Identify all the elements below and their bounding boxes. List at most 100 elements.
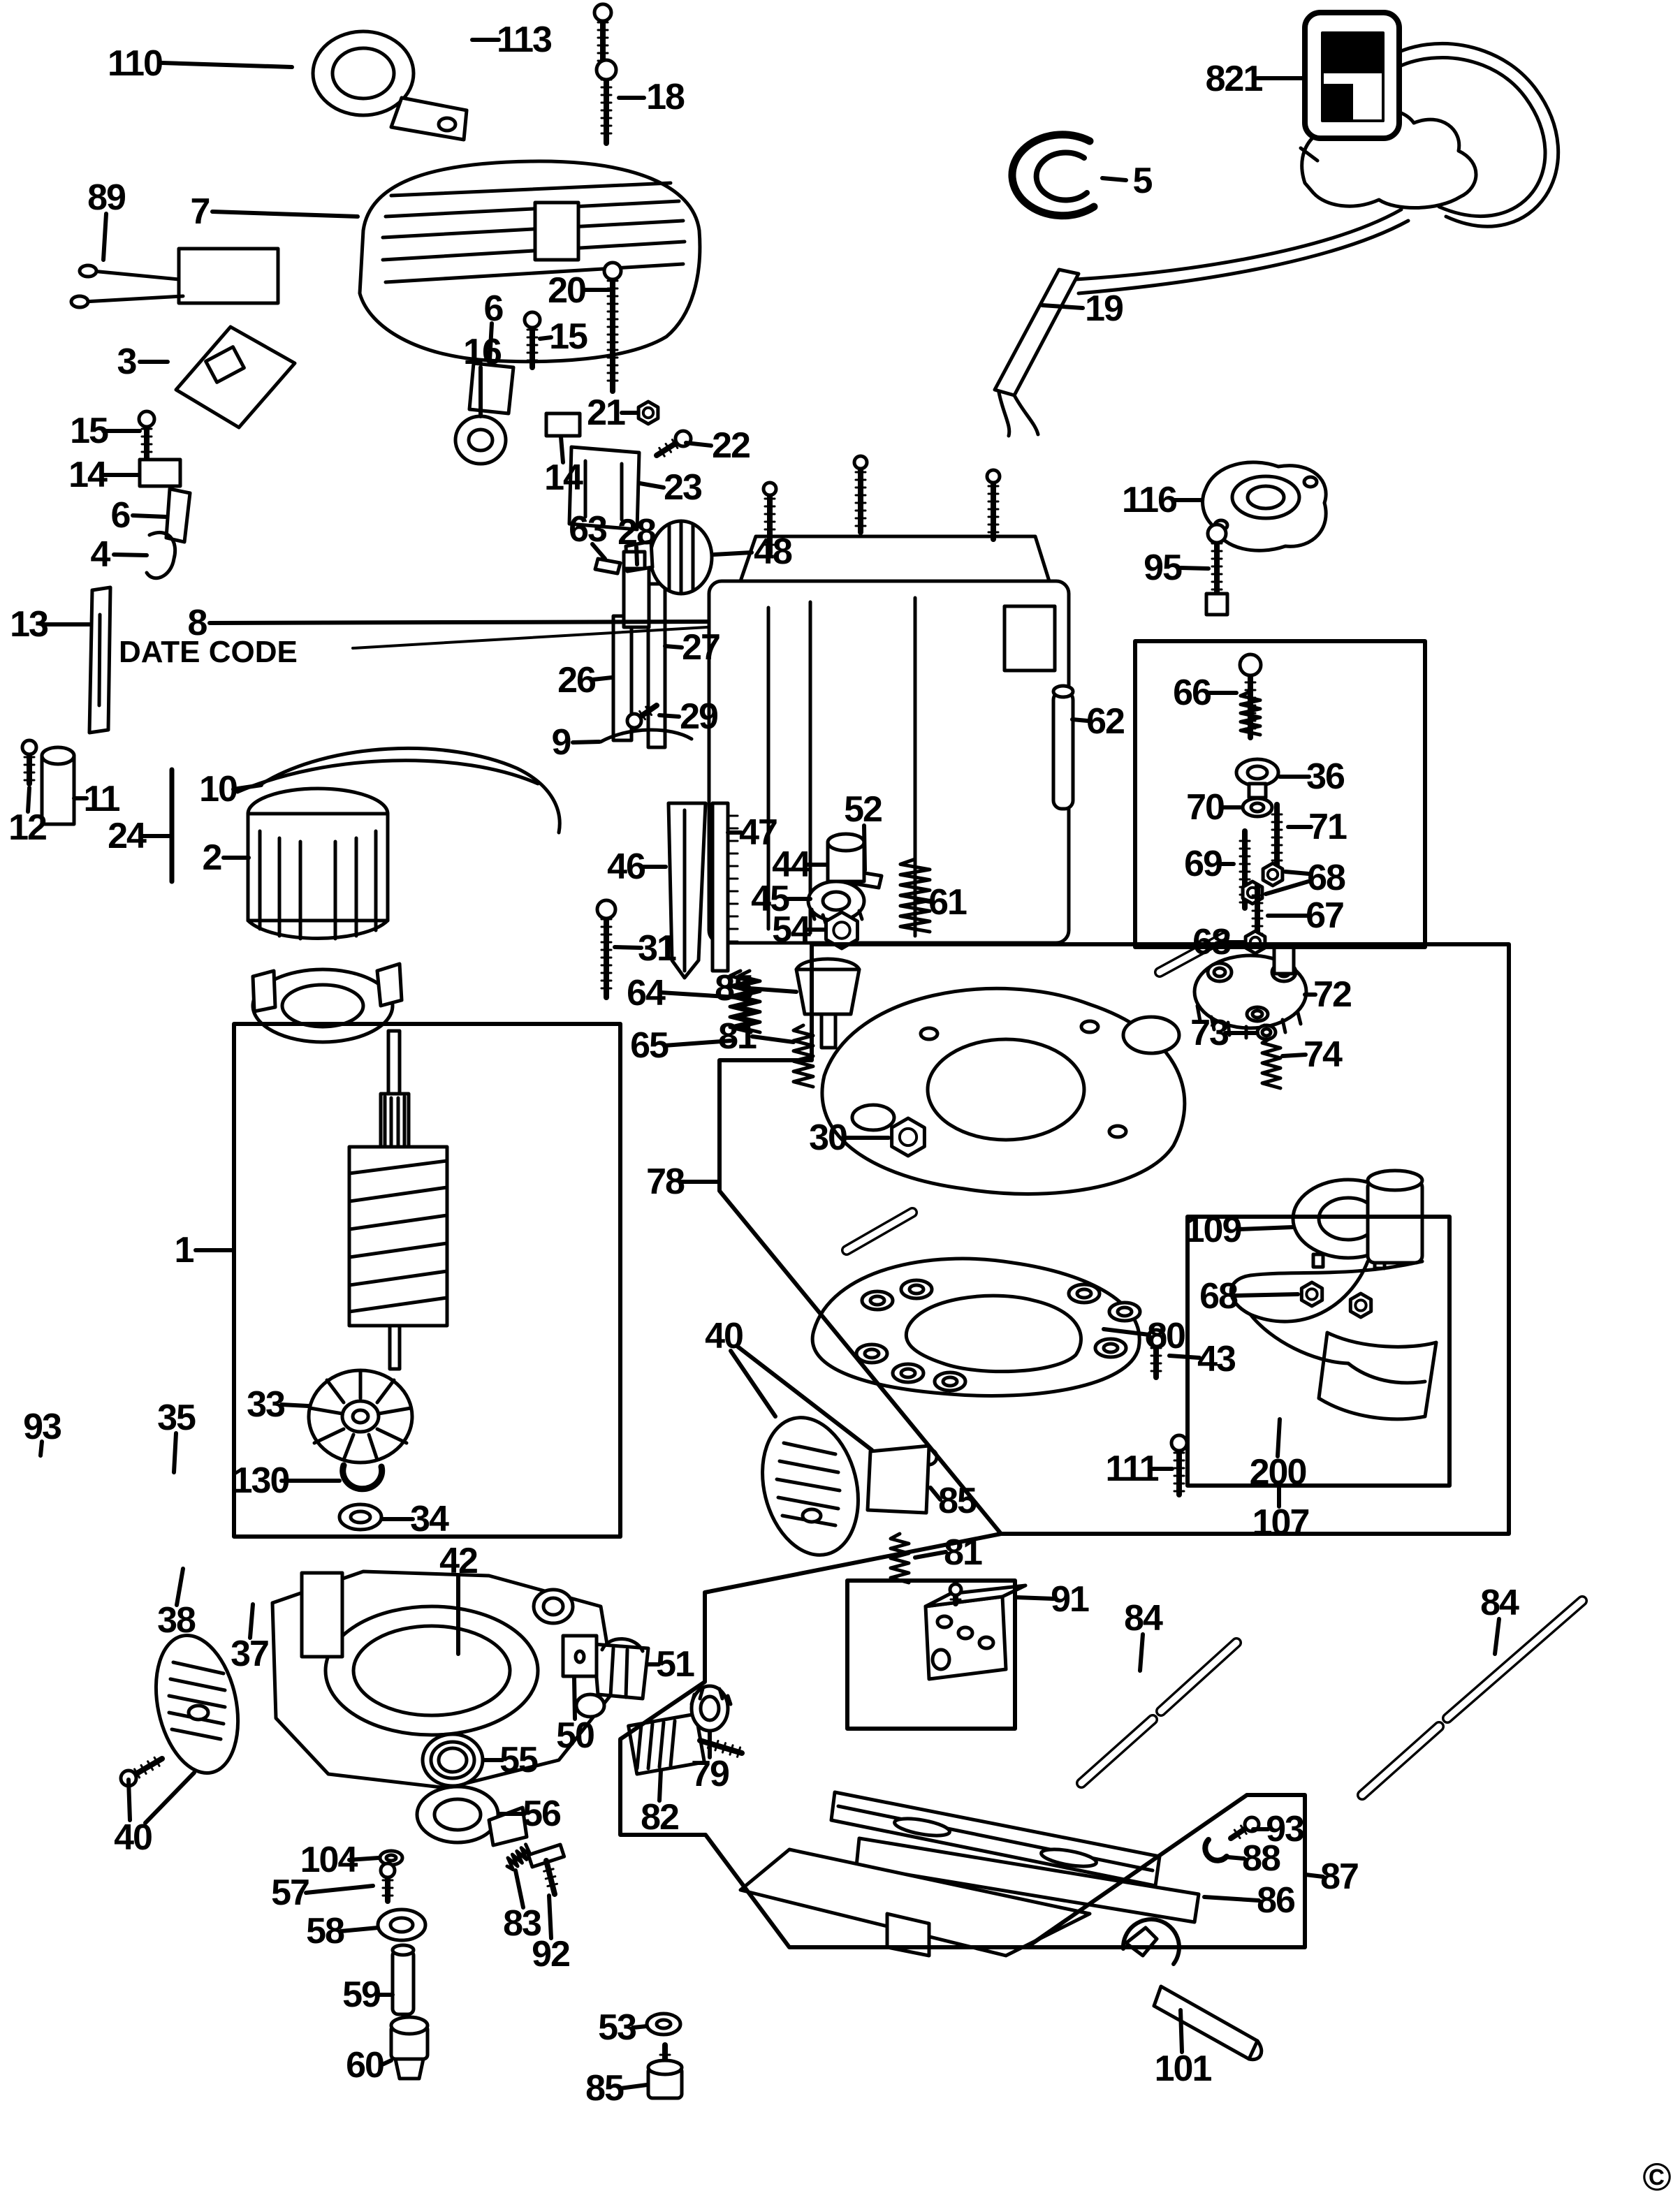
part-path xyxy=(794,957,861,972)
part-path xyxy=(1229,1259,1424,1324)
part-outline xyxy=(593,557,622,576)
part-rect xyxy=(544,411,582,438)
part-label-19: 19 xyxy=(1085,288,1123,329)
part-rect xyxy=(300,1571,344,1659)
part-rect xyxy=(388,1324,402,1371)
part-label-52: 52 xyxy=(844,789,882,830)
leader-line xyxy=(638,481,666,490)
part-label-10: 10 xyxy=(199,769,237,809)
part-ellipse xyxy=(574,1649,586,1664)
rod-body xyxy=(1078,1716,1156,1787)
part-ring-bore xyxy=(941,1375,959,1388)
part-outline xyxy=(174,325,297,430)
part-line xyxy=(377,1406,413,1416)
leader-line xyxy=(591,675,614,682)
screw-thread xyxy=(147,1760,154,1771)
part-ellipse xyxy=(187,1704,210,1722)
brand-logo-plate xyxy=(1302,10,1402,141)
nut-bore xyxy=(641,406,655,420)
part-ring-bore xyxy=(1116,1305,1134,1318)
part-line xyxy=(1195,1004,1202,1023)
part-label-20: 20 xyxy=(548,270,585,311)
leader-line xyxy=(513,1868,525,1910)
part-line xyxy=(646,1722,655,1771)
part-line xyxy=(389,181,673,198)
assembly-box xyxy=(717,942,1511,1536)
part-ring-bore xyxy=(1246,764,1269,781)
part-line xyxy=(608,1646,615,1698)
part-label-40: 40 xyxy=(114,1817,152,1858)
part-line xyxy=(171,1660,226,1676)
part-ellipse xyxy=(893,1817,951,1838)
part-ellipse xyxy=(935,1614,954,1629)
part-rect xyxy=(819,1012,838,1050)
screw-shaft xyxy=(697,1738,745,1756)
part-label-28: 28 xyxy=(618,512,656,552)
part-label-36: 36 xyxy=(1306,756,1345,797)
part-label-29: 29 xyxy=(680,696,717,737)
assembly-box xyxy=(1185,1215,1452,1488)
part-ring-bore xyxy=(437,1746,469,1774)
rod-body xyxy=(843,1209,916,1254)
part-rect xyxy=(1051,689,1075,811)
part-ellipse xyxy=(826,832,866,853)
leader-line xyxy=(126,1778,132,1822)
part-path xyxy=(258,747,562,835)
leader-line xyxy=(613,945,643,950)
part-path xyxy=(1033,149,1090,203)
leader-line xyxy=(207,620,709,625)
part-ellipse xyxy=(1039,1847,1098,1868)
screw-head xyxy=(1146,1328,1167,1349)
leader-line xyxy=(279,1402,310,1408)
leader-line xyxy=(631,2024,649,2030)
part-ring-bore xyxy=(863,1347,881,1360)
part-label-13: 13 xyxy=(10,604,48,645)
part-ring-bore xyxy=(1249,801,1266,814)
part-line xyxy=(717,1687,724,1701)
part-label-79: 79 xyxy=(691,1754,729,1794)
part-ellipse xyxy=(351,1624,512,1717)
part-rect xyxy=(390,1948,416,2016)
part-label-44: 44 xyxy=(772,844,811,885)
screw-thread xyxy=(671,439,679,449)
screw-head xyxy=(379,1861,397,1880)
part-line xyxy=(347,1185,449,1203)
part-line xyxy=(857,909,864,921)
part-line xyxy=(777,1459,840,1474)
assembly-box xyxy=(232,1022,622,1539)
part-line xyxy=(836,1804,1155,1873)
part-outline xyxy=(923,1583,1028,1609)
part-ring-bore xyxy=(899,1367,917,1379)
part-ellipse xyxy=(926,1037,1086,1142)
part-label-104: 104 xyxy=(300,1840,358,1880)
part-label-93: 93 xyxy=(23,1407,61,1447)
leader-line xyxy=(38,1439,44,1458)
part-label-65: 65 xyxy=(630,1025,669,1066)
part-label-83: 83 xyxy=(503,1903,541,1944)
leader-line xyxy=(231,783,263,791)
part-line xyxy=(375,1427,409,1445)
leader-line xyxy=(248,1602,255,1640)
part-ellipse xyxy=(1051,684,1075,699)
part-label-6: 6 xyxy=(111,495,131,536)
part-label-55: 55 xyxy=(499,1740,538,1780)
part-line xyxy=(657,1720,666,1769)
leader-line xyxy=(1264,879,1310,896)
part-line xyxy=(726,1694,733,1706)
rod-body xyxy=(1444,1597,1586,1722)
nut-icon xyxy=(824,910,859,951)
part-line xyxy=(381,219,685,240)
part-label-7: 7 xyxy=(191,191,210,232)
part-path xyxy=(358,159,702,364)
part-rect xyxy=(1204,592,1229,617)
leader-line xyxy=(1280,1053,1308,1058)
leader-line xyxy=(1138,1632,1145,1673)
part-outline xyxy=(251,969,277,1013)
leader-line xyxy=(1070,717,1090,723)
screw-head xyxy=(523,310,542,330)
part-ring-bore xyxy=(1246,484,1286,511)
part-label-101: 101 xyxy=(1155,2049,1212,2089)
part-label-1: 1 xyxy=(175,1230,194,1270)
part-line xyxy=(342,1433,356,1462)
